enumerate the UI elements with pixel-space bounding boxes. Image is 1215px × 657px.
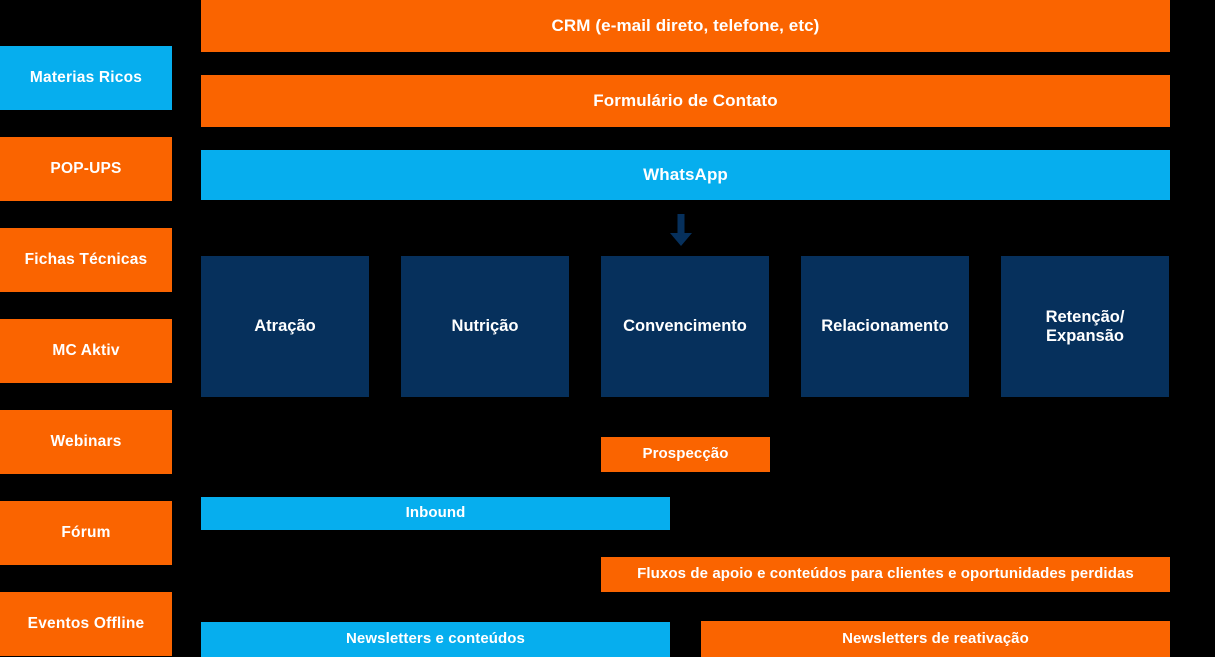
funnel-stage-relacionamento[interactable]: Relacionamento (801, 256, 969, 397)
program-bar-prospeccao[interactable]: Prospecção (601, 437, 770, 472)
funnel-stage-retencao-expansao[interactable]: Retenção/ Expansão (1001, 256, 1169, 397)
program-bar-newsletters-de-reativacao[interactable]: Newsletters de reativação (701, 621, 1170, 657)
sidebar-item-eventos-offline[interactable]: Eventos Offline (0, 592, 172, 656)
sidebar-item-forum[interactable]: Fórum (0, 501, 172, 565)
program-bar-fluxos-de-apoio-e-conteudos-para-clientes-e-opor[interactable]: Fluxos de apoio e conteúdos para cliente… (601, 557, 1170, 592)
funnel-stage-nutricao[interactable]: Nutrição (401, 256, 569, 397)
sidebar-item-fichas-tecnicas[interactable]: Fichas Técnicas (0, 228, 172, 292)
sidebar-item-webinars[interactable]: Webinars (0, 410, 172, 474)
sidebar-item-materias-ricos[interactable]: Materias Ricos (0, 46, 172, 110)
channel-bar-formulario-de-contato[interactable]: Formulário de Contato (201, 75, 1170, 127)
funnel-stage-convencimento[interactable]: Convencimento (601, 256, 769, 397)
arrow-down-icon (663, 211, 699, 249)
channel-bar-crm-e-mail-direto-telefone-etc[interactable]: CRM (e-mail direto, telefone, etc) (201, 0, 1170, 52)
channel-bar-whatsapp[interactable]: WhatsApp (201, 150, 1170, 200)
sidebar-item-mc-aktiv[interactable]: MC Aktiv (0, 319, 172, 383)
funnel-stage-atracao[interactable]: Atração (201, 256, 369, 397)
program-bar-inbound[interactable]: Inbound (201, 497, 670, 530)
program-bar-newsletters-e-conteudos[interactable]: Newsletters e conteúdos (201, 622, 670, 657)
sidebar-item-pop-ups[interactable]: POP-UPS (0, 137, 172, 201)
